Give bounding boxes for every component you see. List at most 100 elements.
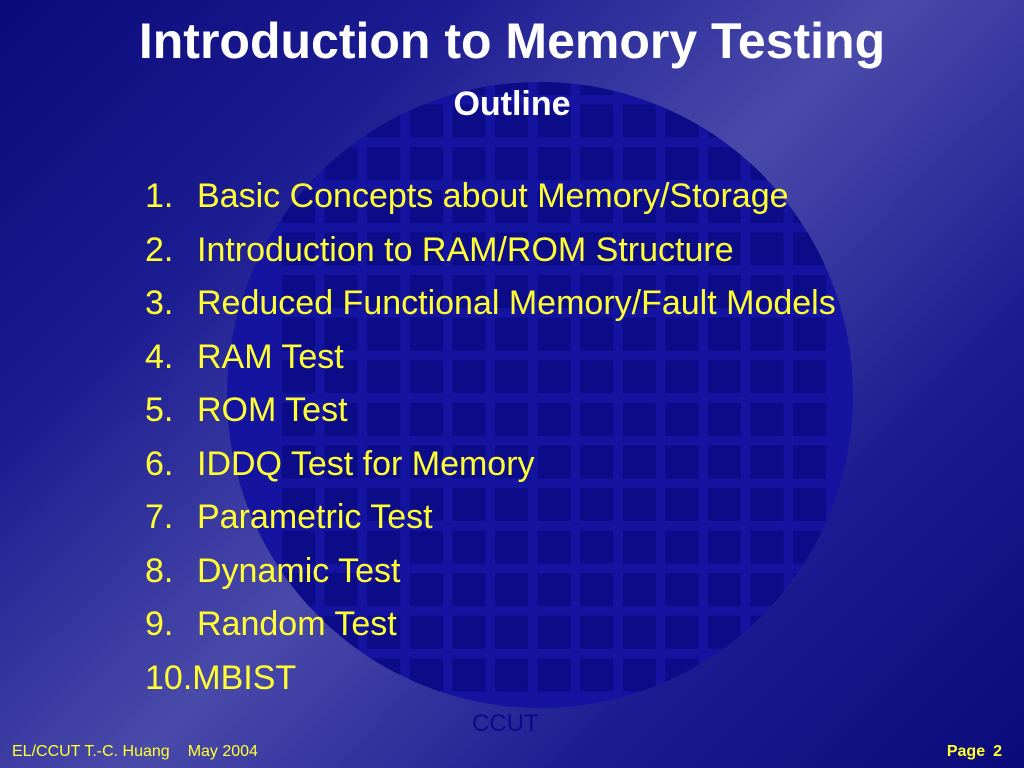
wafer-die [622,189,656,223]
wafer-die [495,445,528,479]
wafer-die [665,573,699,607]
outline-item: 6. IDDQ Test for Memory [145,438,836,492]
wafer-die [452,573,486,607]
wafer-die [665,232,699,266]
wafer-die [750,232,784,266]
wafer-die [580,615,614,649]
wafer-die [495,488,528,521]
wafer-die [452,104,486,138]
outline-item: 9. Random Test [145,598,836,652]
wafer-die [537,189,571,223]
wafer-die [793,488,827,521]
wafer-die [452,530,486,564]
outline-item: 7. Parametric Test [145,491,836,545]
wafer-die [665,189,699,223]
wafer-die [282,488,315,521]
wafer-die [622,104,656,138]
wafer-die [537,317,571,351]
wafer-die [282,317,315,351]
wafer-die [367,445,401,479]
wafer-die [409,147,443,181]
watermark-small-text: TCH [499,680,524,694]
wafer-die [495,360,528,394]
wafer-die [452,658,486,692]
wafer-die [282,530,315,564]
outline-item-text: ROM Test [197,391,348,429]
wafer-die [367,573,401,607]
wafer-die [537,658,571,692]
wafer-die [580,104,614,138]
wafer-die [708,189,741,223]
wafer-die [324,232,358,266]
wafer-die [452,147,486,181]
watermark-large-text: CCUT [472,710,539,737]
outline-item-text: Dynamic Test [197,551,401,590]
wafer-die [409,402,443,436]
wafer-die [580,147,614,181]
outline-item-text: Introduction to RAM/ROM Structure [197,230,734,269]
wafer-die [324,573,358,607]
wafer-die [665,360,699,394]
outline-item-number: 2. [145,230,174,269]
wafer-die [409,488,443,521]
wafer-die [665,147,699,181]
wafer-die [324,317,358,351]
wafer-die [580,402,614,436]
wafer-die [750,189,784,223]
wafer-die [537,573,571,607]
wafer-die [580,573,614,607]
wafer-die [282,445,315,479]
wafer-die [452,615,486,649]
wafer-die [409,573,443,607]
wafer-die [708,360,741,394]
wafer-die [708,275,741,308]
wafer-die [708,530,741,564]
wafer-die [495,147,528,181]
wafer-die [409,189,443,223]
wafer-die [750,317,784,351]
outline-item-text: Random Test [197,605,397,643]
wafer-die [622,530,656,564]
wafer-die [580,445,614,479]
wafer-die [282,402,315,436]
outline-item-number: 3. [145,284,174,322]
outline-item-text: Reduced Functional Memory/Fault Models [197,284,836,322]
wafer-die [537,147,571,181]
wafer-die [793,317,827,351]
outline-item: 1. Basic Concepts about Memory/Storage [145,170,836,224]
outline-item-number: 10. [145,658,193,697]
wafer-die [409,232,443,266]
wafer-die [367,317,401,351]
wafer-die [452,189,486,223]
wafer-die [580,189,614,223]
wafer-die [367,360,401,394]
wafer-die [665,402,699,436]
wafer-die [665,615,699,649]
slide-title: Introduction to Memory Testing [138,13,886,69]
wafer-die [367,147,401,181]
wafer-die [409,445,443,479]
wafer-die [409,317,443,351]
wafer-die [452,232,486,266]
outline-item-number: 1. [145,177,174,215]
wafer-die [409,104,443,138]
wafer-die [452,317,486,351]
outline-item-text: RAM Test [197,337,344,376]
outline-item-number: 4. [145,337,174,376]
wafer-die [324,445,358,479]
wafer-die [537,82,571,95]
wafer-die [708,147,741,181]
wafer-die [580,658,614,692]
wafer-die [665,275,699,308]
wafer-die [750,360,784,394]
footer-author: EL/CCUT T.-C. Huang [12,743,170,760]
wafer-die [750,275,784,308]
footer-page-label: Page [946,743,986,760]
slide-subtitle: Outline [453,85,571,123]
wafer-die [793,275,827,308]
wafer-die [537,232,571,266]
wafer-die [409,615,443,649]
wafer-die [495,104,528,138]
wafer-die [750,402,784,436]
